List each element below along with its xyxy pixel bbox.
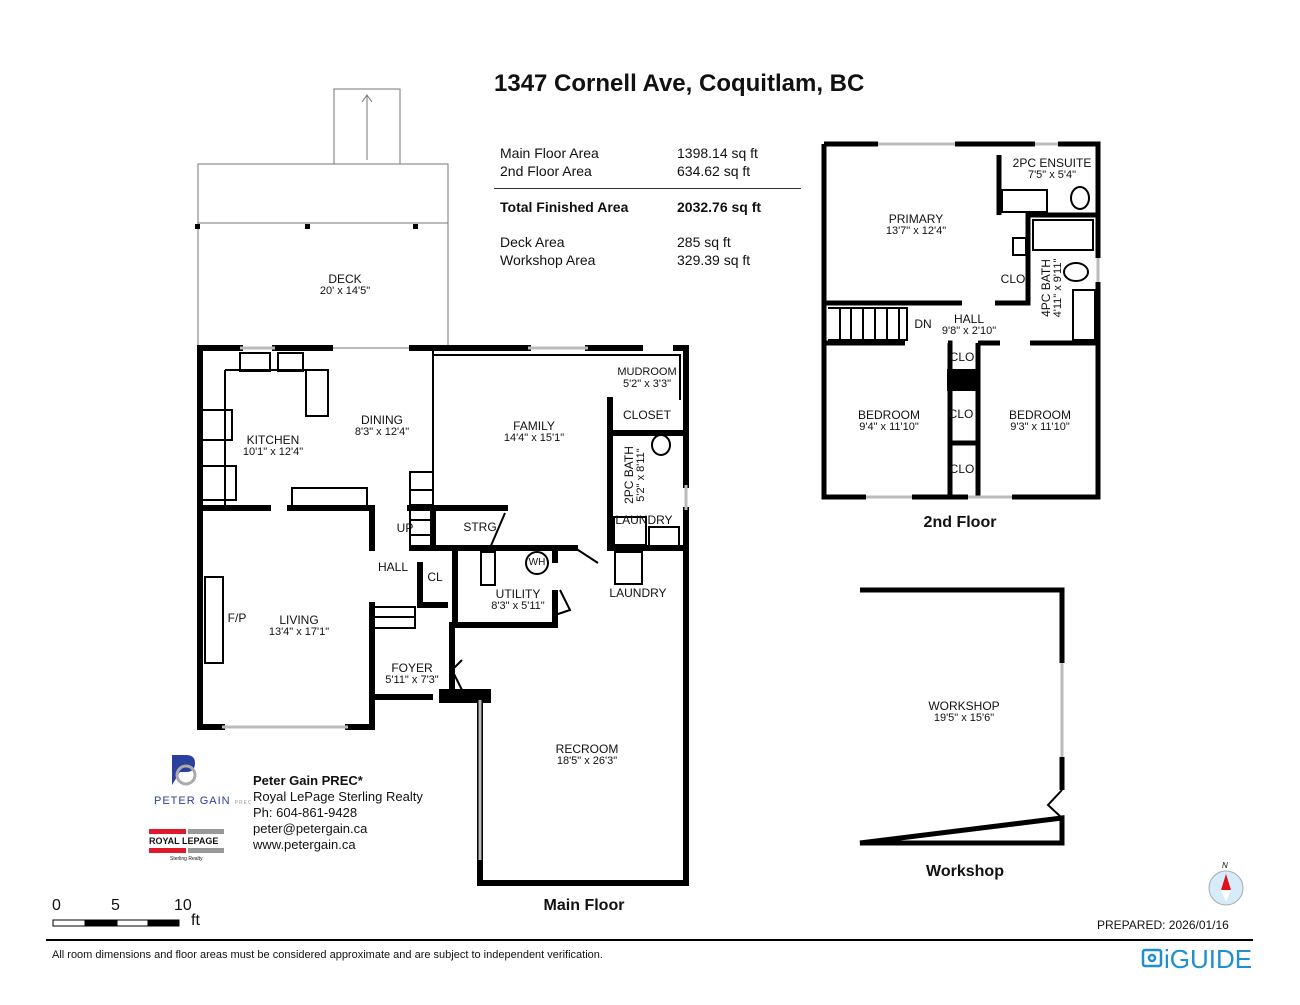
- tag-closet: CLO: [949, 462, 975, 476]
- agent-phone: Ph: 604-861-9428: [253, 805, 358, 820]
- tag-laundry-upper: LAUNDRY: [615, 513, 673, 527]
- scale-tick-0: 0: [52, 897, 61, 914]
- peter-gain-logo-text: PETER GAIN PREC: [154, 795, 253, 807]
- agent-email[interactable]: peter@petergain.ca: [253, 821, 368, 836]
- scale-bar: [52, 919, 180, 927]
- peter-gain-logo: [172, 755, 197, 786]
- agent-company: Royal LePage Sterling Realty: [253, 789, 423, 804]
- scale-unit: ft: [191, 912, 200, 929]
- tag-storage: STRG: [463, 520, 497, 534]
- prepared-date: PREPARED: 2026/01/16: [1097, 918, 1229, 932]
- tag-closet-cl: CL: [427, 570, 443, 584]
- workshop-walls: [859, 587, 1065, 846]
- royal-lepage-logo: [149, 829, 224, 853]
- tag-stairs-down: DN: [914, 317, 932, 331]
- tag-stairs-up: UP: [396, 521, 414, 535]
- iguide-logo: iGUIDE: [1164, 944, 1253, 974]
- second-floor-walls: [821, 141, 1101, 500]
- tag-water-heater: WH: [528, 557, 546, 568]
- compass-icon: [1208, 870, 1244, 906]
- footer-divider: [46, 939, 1253, 941]
- compass-north-label: N: [1222, 861, 1228, 870]
- divider: [494, 188, 801, 189]
- royal-lepage-logo-text: ROYAL LEPAGE: [149, 836, 219, 846]
- page-title: 1347 Cornell Ave, Coquitlam, BC: [494, 70, 865, 97]
- tag-closet: CLO: [1000, 272, 1026, 286]
- tag-closet: CLO: [949, 350, 975, 364]
- iguide-logo-icon: [1141, 948, 1163, 968]
- scale-tick-10: 10: [174, 897, 192, 914]
- scale-tick-5: 5: [111, 897, 120, 914]
- second-floor-label: 2nd Floor: [923, 514, 997, 531]
- tag-closet: CLO: [948, 407, 974, 421]
- tag-hall: HALL: [377, 560, 409, 574]
- agent-website[interactable]: www.petergain.ca: [253, 837, 356, 852]
- royal-lepage-logo-sub: Sterling Realty: [170, 856, 203, 862]
- agent-contact: Peter Gain PREC* Royal LePage Sterling R…: [253, 773, 423, 853]
- agent-name: Peter Gain PREC*: [253, 773, 363, 788]
- main-floor-label: Main Floor: [543, 897, 625, 914]
- tag-laundry: LAUNDRY: [609, 586, 667, 600]
- tag-closet: CLOSET: [622, 408, 672, 422]
- deck: [197, 88, 449, 349]
- tag-fireplace: F/P: [227, 611, 247, 625]
- disclaimer: All room dimensions and floor areas must…: [52, 949, 603, 961]
- workshop-label: Workshop: [926, 863, 1004, 880]
